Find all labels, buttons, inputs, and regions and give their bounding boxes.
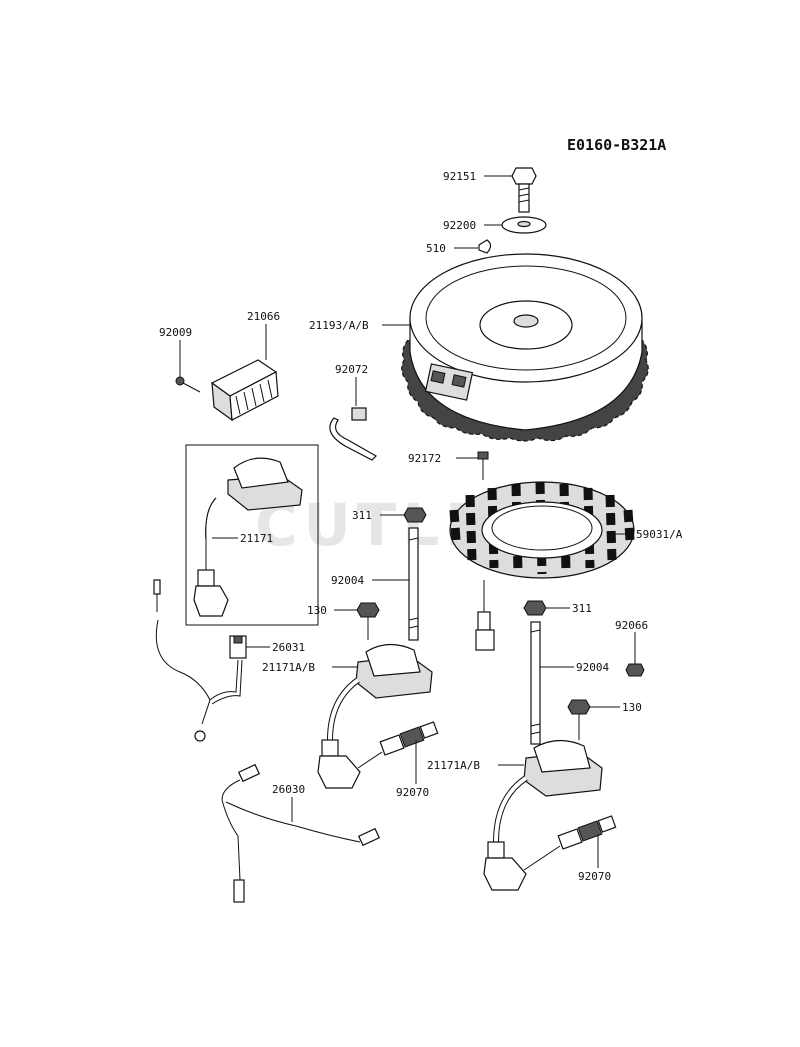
label-130-left: 130 [307,604,327,617]
label-92070-left: 92070 [396,786,429,799]
label-92004-right: 92004 [576,661,609,674]
lead-26030 [221,763,381,903]
nut-311-right [523,600,547,616]
regulator-21066 [210,359,279,422]
stator-59031 [449,481,635,651]
clamp-92072 [329,407,377,461]
key-510 [478,239,492,254]
label-92004-left: 92004 [331,574,364,587]
label-21193: 21193/A/B [309,319,369,332]
flywheel-21193 [401,253,649,442]
label-92066: 92066 [615,619,648,632]
label-92200: 92200 [443,219,476,232]
label-21171ab-left: 21171A/B [262,661,315,674]
label-130-right: 130 [622,701,642,714]
spark-plug-92070-left [357,721,439,769]
label-510: 510 [426,242,446,255]
label-92151: 92151 [443,170,476,183]
label-21066: 21066 [247,310,280,323]
spark-plug-92070-right [523,815,617,871]
label-92172: 92172 [408,452,441,465]
label-311-left: 311 [352,509,372,522]
part-labels: 92151 92200 510 21193/A/B 21066 92009 92… [159,170,683,883]
label-311-right: 311 [572,602,592,615]
ignition-coil-21171ab-left [317,643,433,789]
bolt-130-right [567,699,591,740]
label-92009: 92009 [159,326,192,339]
label-92070-right: 92070 [578,870,611,883]
screw-92009 [175,376,201,393]
label-92072: 92072 [335,363,368,376]
diagram-code: E0160-B321A [567,136,666,154]
nut-311-left [403,507,427,523]
stud-92004-right [530,621,541,745]
inset-box [185,444,319,626]
lead-26031 [153,579,247,742]
leader-lines [179,175,636,868]
stud-92004-left [408,527,419,641]
washer-92200 [501,216,547,234]
label-26031: 26031 [272,641,305,654]
label-59031: 59031/A [636,528,683,541]
label-21171: 21171 [240,532,273,545]
screw-92172 [477,451,489,480]
label-21171ab-right: 21171A/B [427,759,480,772]
flywheel-bolt-92151 [511,167,537,213]
label-26030: 26030 [272,783,305,796]
ignition-coil-21171 [193,457,303,617]
bolt-130-left [356,602,380,640]
ignition-coil-21171ab-right [483,739,603,891]
nut-92066 [625,663,645,677]
